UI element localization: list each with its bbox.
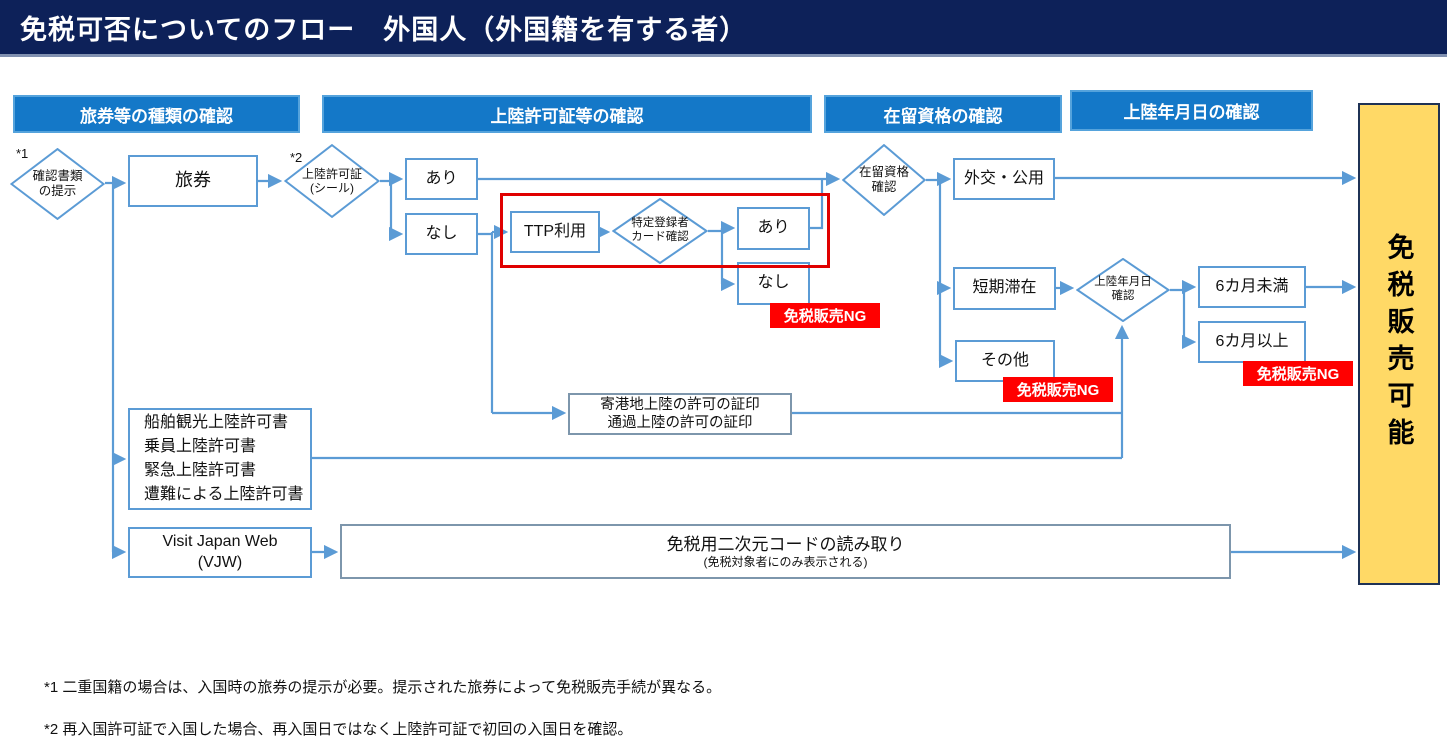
decision-landing-date-check: 上陸年月日 確認 [1076,258,1170,322]
result-label: 免税販売可能 [1383,233,1414,455]
node-ttp: TTP利用 [510,211,600,253]
node-vjw: Visit Japan Web (VJW) [128,527,312,578]
ng-badge-over-6m: 免税販売NG [1243,361,1353,386]
qr-main-label: 免税用二次元コードの読み取り [666,534,905,554]
node-other: その他 [955,340,1055,382]
title-bar: 免税可否についてのフロー 外国人（外国籍を有する者） [0,0,1447,57]
node-ship-permits: 船舶観光上陸許可書 乗員上陸許可書 緊急上陸許可書 遭難による上陸許可書 [128,408,312,510]
node-short-stay: 短期滞在 [953,267,1056,310]
diamond-shape [1076,258,1170,322]
header-landing-date: 上陸年月日の確認 [1070,90,1313,131]
ng-badge-other: 免税販売NG [1003,377,1113,402]
highlight-rectangle [500,193,830,268]
node-card-yes: あり [737,207,810,250]
node-card-no: なし [737,262,810,305]
node-port-seal: 寄港地上陸の許可の証印 通過上陸の許可の証印 [568,393,792,435]
diamond-shape [612,198,708,264]
decision-registered-card: 特定登録者 カード確認 [612,198,708,264]
header-passport-type: 旅券等の種類の確認 [13,95,300,133]
node-over-6m: 6カ月以上 [1198,321,1306,363]
node-seal-yes: あり [405,158,478,200]
node-diplomat: 外交・公用 [953,158,1055,200]
note-ref-1: *1 [16,146,29,161]
decision-landing-permit-seal: 上陸許可証 (シール) [284,144,380,218]
node-passport: 旅券 [128,155,258,207]
diamond-shape [842,144,926,216]
diamond-shape [284,144,380,218]
node-qr-read: 免税用二次元コードの読み取り (免税対象者にのみ表示される) [340,524,1231,579]
footnote-1: *1 二重国籍の場合は、入国時の旅券の提示が必要。提示された旅券によって免税販売… [44,679,722,696]
page-title: 免税可否についてのフロー 外国人（外国籍を有する者） [20,14,748,45]
note-ref-2: *2 [290,150,303,165]
header-landing-permit: 上陸許可証等の確認 [322,95,812,133]
diamond-shape [10,148,105,220]
ng-badge-card-no: 免税販売NG [770,303,880,328]
node-seal-no: なし [405,213,478,255]
result-box: 免税販売可能 [1358,103,1440,585]
node-under-6m: 6カ月未満 [1198,266,1306,308]
decision-residence-check: 在留資格 確認 [842,144,926,216]
decision-doc-check: 確認書類 の提示 [10,148,105,220]
qr-sub-label: (免税対象者にのみ表示される) [703,554,868,569]
header-residence-status: 在留資格の確認 [824,95,1062,133]
footnote-2: *2 再入国許可証で入国した場合、再入国日ではなく上陸許可証で初回の入国日を確認… [44,721,633,738]
